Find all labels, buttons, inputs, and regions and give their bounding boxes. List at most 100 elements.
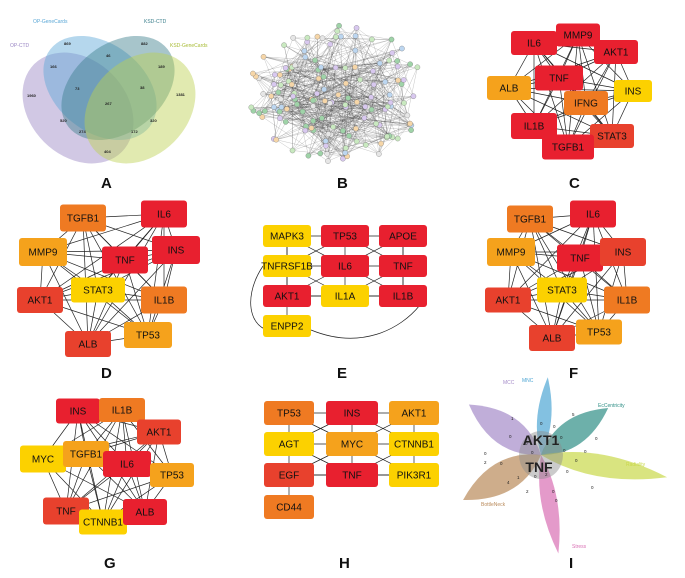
gene-node[interactable]: MMP9 bbox=[19, 238, 67, 266]
gene-node[interactable]: PIK3R1 bbox=[389, 463, 439, 487]
gene-node[interactable]: IFNG bbox=[564, 91, 608, 115]
gene-node[interactable]: CD44 bbox=[264, 495, 314, 519]
gene-node[interactable]: TP53 bbox=[576, 319, 622, 345]
gene-node[interactable]: MMP9 bbox=[487, 238, 535, 266]
gene-node[interactable]: ALB bbox=[487, 76, 531, 100]
gene-node[interactable]: TGFB1 bbox=[60, 204, 106, 232]
ppi-node bbox=[340, 128, 346, 134]
gene-node[interactable]: APOE bbox=[379, 225, 427, 247]
gene-node-box bbox=[614, 80, 652, 102]
gene-node[interactable]: STAT3 bbox=[537, 277, 587, 303]
ppi-node bbox=[268, 93, 274, 99]
gene-node[interactable]: AKT1 bbox=[389, 401, 439, 425]
ppi-edge bbox=[255, 76, 346, 105]
gene-node[interactable]: TNF bbox=[535, 65, 583, 91]
gene-node[interactable]: INS bbox=[600, 238, 646, 266]
gene-node[interactable]: MYC bbox=[326, 432, 378, 456]
gene-node[interactable]: AKT1 bbox=[137, 419, 181, 445]
ppi-edge bbox=[285, 41, 308, 69]
ppi-edge bbox=[274, 74, 388, 107]
gene-node[interactable]: IL1A bbox=[321, 285, 369, 307]
gene-node-box bbox=[263, 255, 311, 277]
gene-node[interactable]: TP53 bbox=[124, 322, 172, 348]
gene-node[interactable]: AKT1 bbox=[263, 285, 311, 307]
gene-node[interactable]: IL6 bbox=[321, 255, 369, 277]
ppi-edge bbox=[345, 83, 408, 116]
ppi-edge bbox=[259, 110, 279, 114]
flower-count: 2 bbox=[545, 472, 548, 477]
gene-node[interactable]: TGFB1 bbox=[507, 205, 553, 233]
gene-node[interactable]: IL6 bbox=[103, 451, 151, 477]
gene-node[interactable]: TP53 bbox=[264, 401, 314, 425]
ppi-node bbox=[368, 94, 374, 100]
ppi-edge bbox=[253, 83, 346, 111]
gene-node[interactable]: ALB bbox=[529, 325, 575, 351]
gene-node[interactable]: AGT bbox=[264, 432, 314, 456]
gene-node[interactable]: IL6 bbox=[570, 200, 616, 228]
gene-node[interactable]: MYC bbox=[20, 445, 66, 473]
gene-node[interactable]: TGFB1 bbox=[63, 441, 109, 467]
gene-node-box bbox=[79, 509, 127, 535]
gene-node[interactable]: TNF bbox=[557, 244, 603, 272]
ppi-node bbox=[335, 92, 342, 98]
gene-node[interactable]: AKT1 bbox=[17, 287, 63, 313]
ppi-node bbox=[289, 147, 296, 154]
gene-node-box bbox=[326, 463, 378, 487]
venn-set-op-genecards bbox=[43, 35, 157, 141]
venn-count: 1381 bbox=[176, 92, 186, 97]
gene-node-box bbox=[379, 255, 427, 277]
gene-node[interactable]: STAT3 bbox=[590, 124, 634, 148]
gene-node[interactable]: AKT1 bbox=[485, 287, 531, 313]
flower-count: 0 bbox=[575, 458, 578, 463]
gene-node[interactable]: CTNNB1 bbox=[389, 432, 439, 456]
gene-node[interactable]: ALB bbox=[65, 331, 111, 357]
ppi-edge bbox=[276, 106, 388, 140]
gene-node[interactable]: CTNNB1 bbox=[79, 509, 127, 535]
ppi-edge bbox=[313, 106, 346, 153]
gene-node-label: AKT1 bbox=[146, 428, 171, 439]
gene-node[interactable]: IL1B bbox=[604, 286, 650, 314]
gene-node[interactable]: IL1B bbox=[141, 286, 187, 314]
gene-node-label: TNF bbox=[56, 507, 75, 518]
gene-node[interactable]: AKT1 bbox=[594, 40, 638, 64]
gene-node[interactable]: MMP9 bbox=[556, 23, 600, 47]
gene-node[interactable]: INS bbox=[326, 401, 378, 425]
gene-node[interactable]: TP53 bbox=[321, 225, 369, 247]
gene-node[interactable]: IL6 bbox=[141, 200, 187, 228]
ppi-node bbox=[315, 75, 322, 82]
gene-node[interactable]: ENPP2 bbox=[263, 315, 311, 337]
gene-node[interactable]: INS bbox=[56, 398, 100, 424]
ppi-node bbox=[301, 48, 308, 54]
ppi-edge bbox=[263, 56, 296, 66]
gene-node-box bbox=[326, 401, 378, 425]
ppi-edge bbox=[327, 138, 398, 154]
gene-node[interactable]: STAT3 bbox=[71, 277, 125, 303]
gene-node[interactable]: TP53 bbox=[150, 463, 194, 487]
gene-node[interactable]: TNF bbox=[43, 497, 89, 525]
gene-node[interactable]: TNF bbox=[326, 463, 378, 487]
gene-node[interactable]: TGFB1 bbox=[542, 134, 594, 160]
gene-node[interactable]: IL1B bbox=[99, 398, 145, 422]
gene-node[interactable]: INS bbox=[614, 80, 652, 102]
ppi-node bbox=[369, 36, 375, 43]
gene-node[interactable]: IL6 bbox=[511, 31, 557, 55]
gene-node[interactable]: ALB bbox=[123, 499, 167, 525]
ppi-node bbox=[352, 47, 359, 54]
flower-count: 0 bbox=[555, 498, 558, 503]
gene-node[interactable]: EGF bbox=[264, 463, 314, 487]
gene-node[interactable]: TNF bbox=[102, 246, 148, 274]
gene-node[interactable]: INS bbox=[152, 236, 200, 264]
venn-set-label: OP-CTD bbox=[10, 43, 30, 49]
ppi-edge bbox=[285, 39, 372, 69]
gene-node-label: MMP9 bbox=[29, 248, 58, 259]
venn-count: 274 bbox=[79, 129, 86, 134]
gene-node[interactable]: IL1B bbox=[511, 113, 557, 139]
gene-node[interactable]: IL1B bbox=[379, 285, 427, 307]
gene-node-label: AKT1 bbox=[274, 292, 299, 303]
gene-node[interactable]: MAPK3 bbox=[263, 225, 311, 247]
gene-node[interactable]: TNF bbox=[379, 255, 427, 277]
ppi-edge bbox=[263, 64, 411, 94]
ppi-node bbox=[277, 115, 283, 121]
gene-node-label: IL1B bbox=[154, 296, 175, 307]
gene-node[interactable]: TNFRSF1B bbox=[261, 255, 313, 277]
